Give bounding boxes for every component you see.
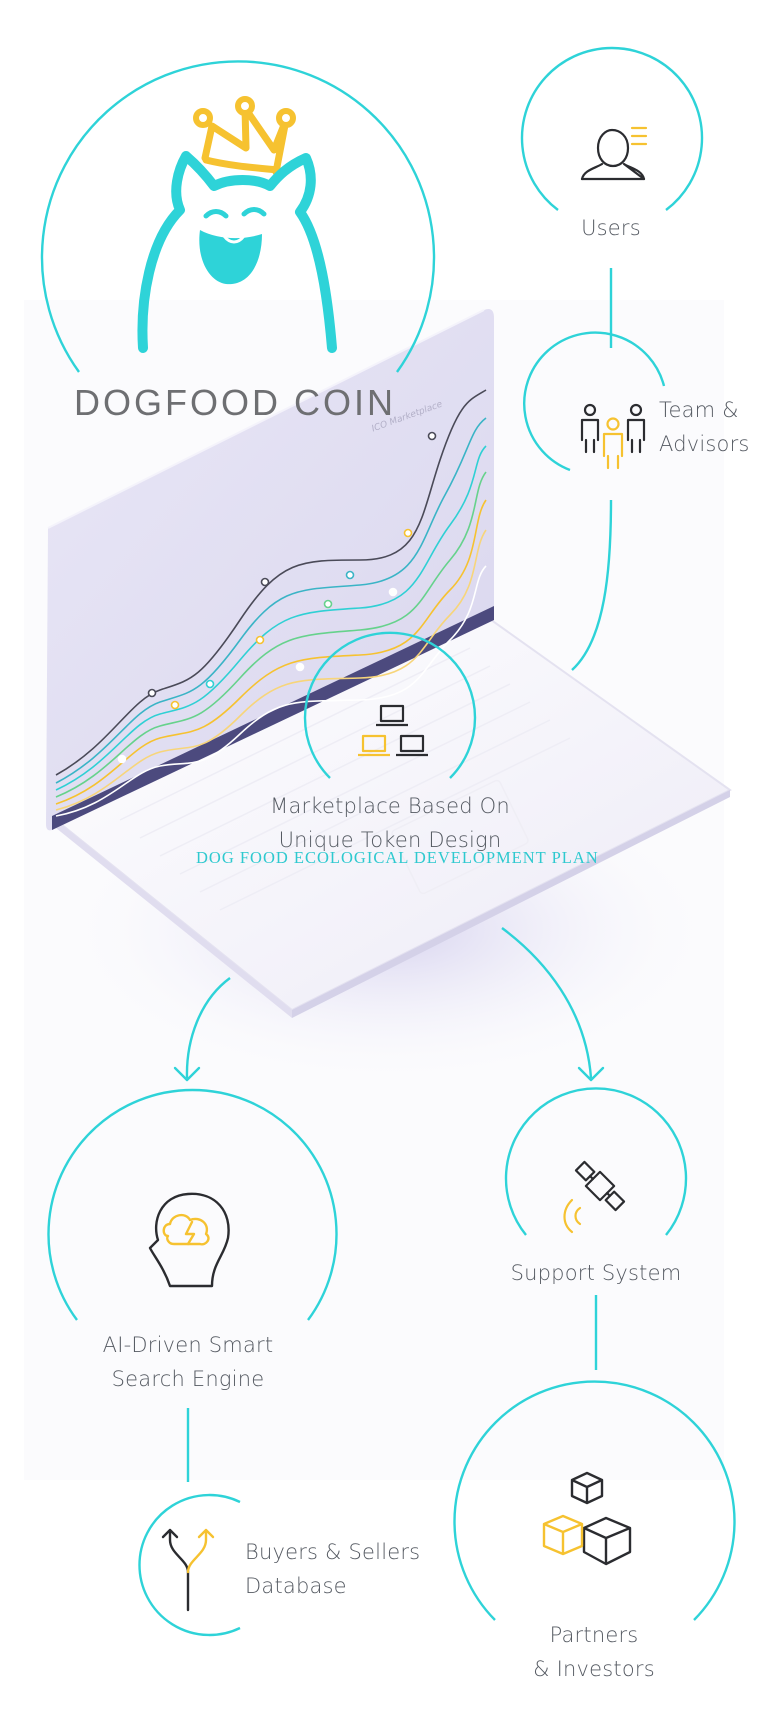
team-people-icon [580,403,646,470]
brand-name: DOGFOOD COIN [74,382,396,423]
development-plan-label: DOG FOOD ECOLOGICAL DEVELOPMENT PLAN [196,848,599,867]
partners-label-line2: & Investors [533,1657,655,1681]
users-label: Users [581,216,641,240]
users-circle [520,46,704,211]
ai-label-line2: Search Engine [111,1367,265,1391]
laptops-network-icon [358,704,428,757]
laptop-screen [46,309,494,831]
brain-idea-icon [148,1192,230,1288]
connector-marketplace-support [501,927,593,1079]
connectors [185,268,613,1482]
split-arrows-icon [161,1528,215,1612]
buyers-label-line2: Database [245,1574,347,1598]
arrowhead-support [577,1066,605,1082]
arrowhead-ai [173,1066,201,1082]
team-label-line2: Advisors [659,432,750,456]
satellite-icon [563,1160,626,1234]
support-label: Support System [510,1261,682,1285]
boxes-icon [542,1471,632,1566]
screen-chart [55,389,487,817]
buyers-label-line1: Buyers & Sellers [245,1540,421,1564]
laptop-base [54,610,732,1018]
connector-team-marketplace [571,499,613,671]
user-profile-icon [580,128,646,181]
marketplace-label-line1: Marketplace Based On [270,794,510,818]
partners-circle [453,1380,736,1621]
partners-label-line1: Partners [549,1623,639,1647]
team-label-line1: Team & [659,398,739,422]
ai-label-line1: AI-Driven Smart [102,1333,274,1357]
list-lines-icon [630,126,648,146]
connector-marketplace-ai [185,977,231,1079]
ai-circle [47,1088,338,1321]
team-circle [523,331,666,472]
logo-circle [40,60,436,373]
crowned-dog-icon [137,96,337,353]
support-circle [504,1087,688,1236]
marketplace-label-line2: Unique Token Design [278,828,502,852]
marketplace-circle [303,631,477,779]
buyers-circle [138,1493,241,1637]
